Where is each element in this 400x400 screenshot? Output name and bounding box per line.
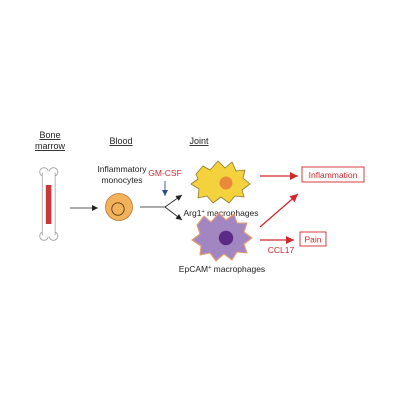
- monocyte-cell-icon: [105, 193, 133, 221]
- pain-box: Pain: [299, 231, 327, 247]
- epcam-macrophage-label: EpCAM+ macrophages: [179, 264, 265, 274]
- ccl17-label: CCL17: [268, 245, 295, 255]
- header-bone-marrow-line2: marrow: [35, 141, 66, 151]
- header-bone-marrow-line1: Bone: [39, 130, 60, 140]
- arrow-epcam-to-inflammation: [259, 193, 299, 228]
- header-blood: Blood: [109, 136, 132, 146]
- pain-label: Pain: [304, 235, 321, 245]
- arg1-macrophage-cell-icon: [190, 160, 251, 204]
- arrow-to-arg1: [164, 194, 183, 208]
- inflammation-label: Inflammation: [309, 170, 358, 180]
- inflammation-box: Inflammation: [301, 166, 365, 183]
- header-joint: Joint: [189, 136, 209, 146]
- arg1-macrophage-label: Arg1+ macrophages: [183, 208, 258, 218]
- epcam-macrophage-cell-icon: [191, 212, 253, 262]
- monocytes-label-line2: monocytes: [101, 175, 142, 185]
- monocytes-label-line1: Inflammatory: [97, 164, 147, 174]
- arrow-to-epcam: [164, 206, 183, 221]
- bone-marrow-bar: [45, 185, 52, 224]
- gmcsf-label: GM-CSF: [148, 168, 182, 178]
- bone-icon: [39, 167, 59, 241]
